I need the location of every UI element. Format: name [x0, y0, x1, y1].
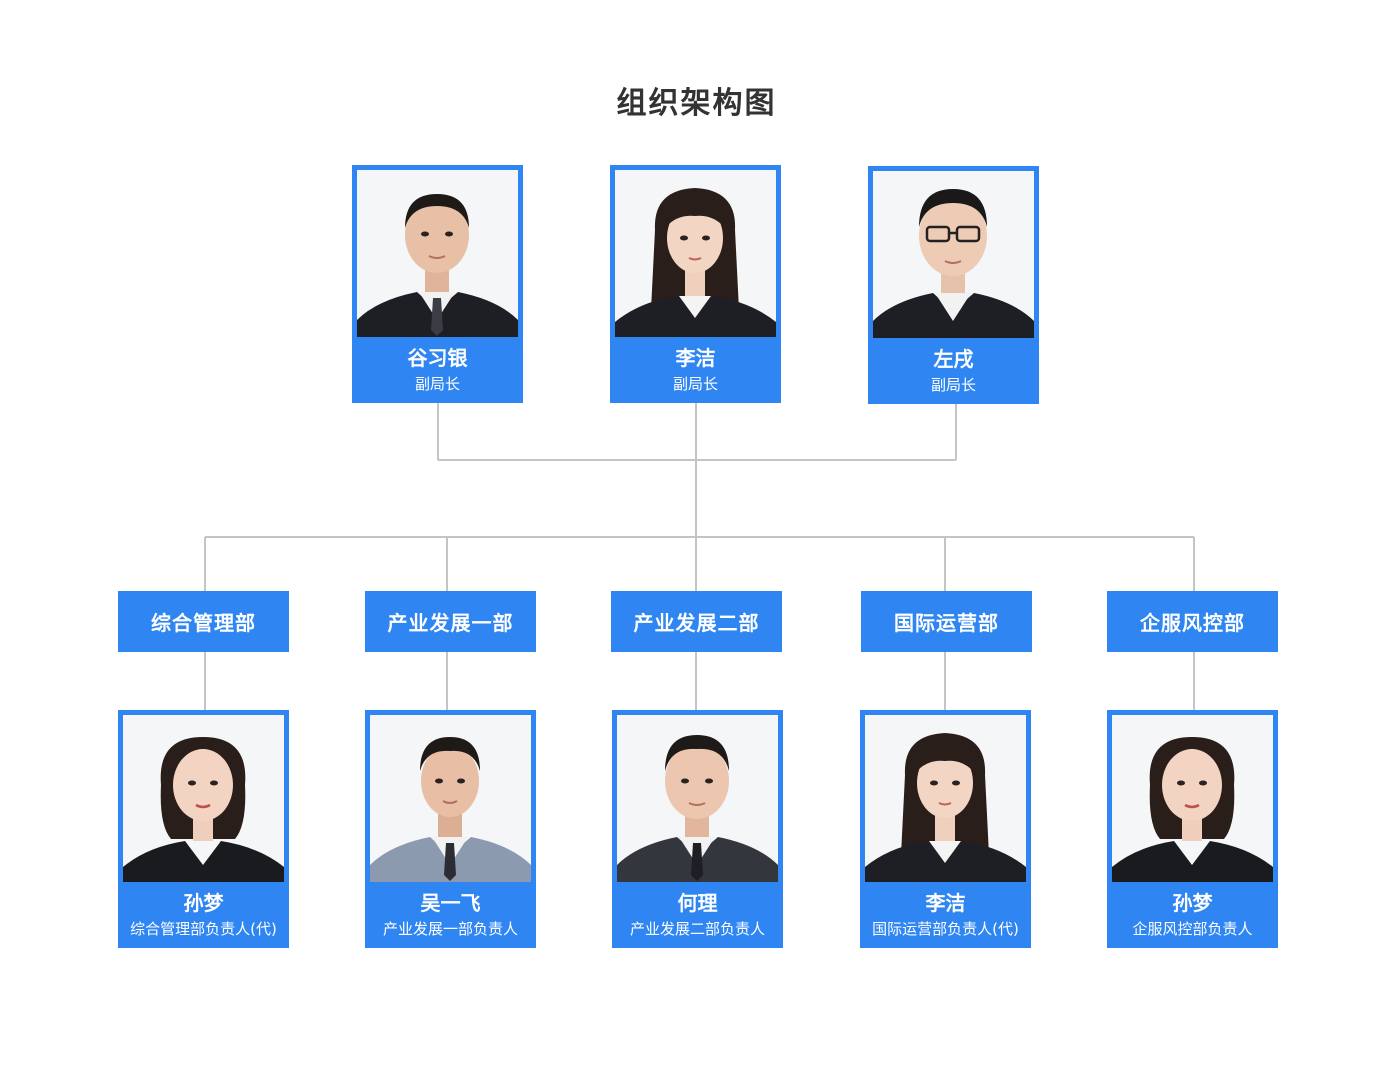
- department-box[interactable]: 企服风控部: [1107, 591, 1278, 652]
- head-name: 李洁: [925, 891, 966, 915]
- department-box[interactable]: 综合管理部: [118, 591, 289, 652]
- head-name: 孙梦: [183, 891, 224, 915]
- woman-portrait-icon: [123, 715, 284, 882]
- man-glasses-portrait-icon: [873, 171, 1034, 338]
- leader-card[interactable]: 谷习银 副局长: [352, 165, 523, 403]
- leader-card[interactable]: 李洁 副局长: [610, 165, 781, 403]
- woman-portrait-icon: [615, 170, 776, 337]
- page-title: 组织架构图: [616, 86, 777, 121]
- man-portrait-icon: [357, 170, 518, 337]
- man-portrait-icon: [370, 715, 531, 882]
- head-name: 吴一飞: [420, 891, 481, 915]
- department-head-card[interactable]: 孙梦 综合管理部负责人(代): [118, 710, 289, 948]
- leader-role: 副局长: [414, 375, 460, 393]
- leader-name: 左戌: [933, 347, 974, 371]
- leader-role: 副局长: [930, 376, 976, 394]
- woman-portrait-icon: [865, 715, 1026, 882]
- head-name: 孙梦: [1172, 891, 1213, 915]
- leader-card[interactable]: 左戌 副局长: [868, 166, 1039, 404]
- department-head-card[interactable]: 李洁 国际运营部负责人(代): [860, 710, 1031, 948]
- department-head-card[interactable]: 孙梦 企服风控部负责人: [1107, 710, 1278, 948]
- department-box[interactable]: 产业发展二部: [611, 591, 782, 652]
- department-head-card[interactable]: 吴一飞 产业发展一部负责人: [365, 710, 536, 948]
- head-role: 综合管理部负责人(代): [130, 920, 277, 938]
- department-box[interactable]: 产业发展一部: [365, 591, 536, 652]
- head-name: 何理: [677, 891, 718, 915]
- head-role: 企服风控部负责人: [1132, 920, 1253, 938]
- leader-name: 李洁: [675, 346, 716, 370]
- department-box[interactable]: 国际运营部: [861, 591, 1032, 652]
- department-head-card[interactable]: 何理 产业发展二部负责人: [612, 710, 783, 948]
- leader-name: 谷习银: [407, 346, 468, 370]
- head-role: 产业发展二部负责人: [629, 920, 765, 938]
- man-portrait-icon: [617, 715, 778, 882]
- head-role: 产业发展一部负责人: [382, 920, 518, 938]
- woman-portrait-icon: [1112, 715, 1273, 882]
- head-role: 国际运营部负责人(代): [872, 920, 1019, 938]
- leader-role: 副局长: [672, 375, 718, 393]
